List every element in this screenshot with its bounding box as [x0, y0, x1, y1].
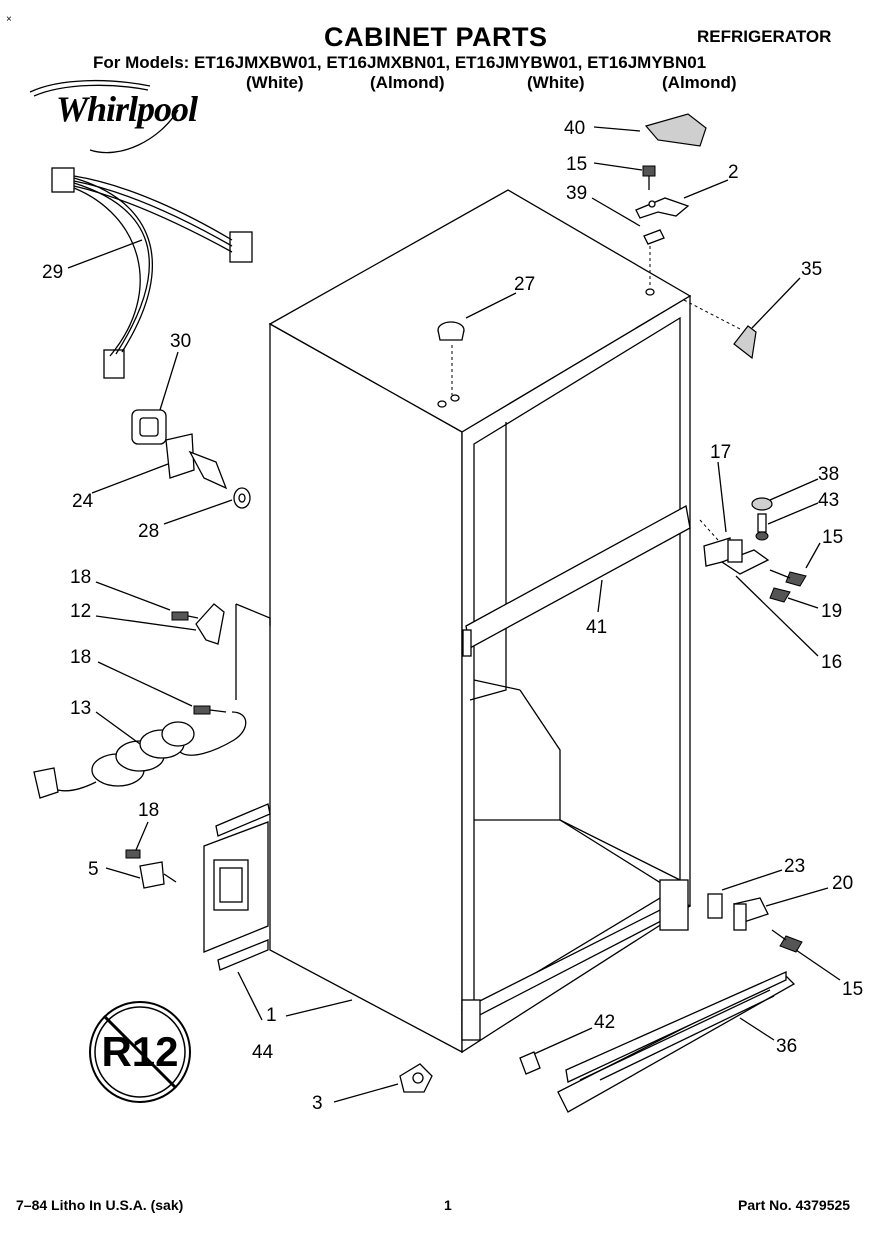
callout-number: 43	[818, 490, 839, 511]
callout-number: 17	[710, 442, 731, 463]
wiring-harness	[51, 167, 253, 379]
callout-number: 12	[70, 601, 91, 622]
callout-number: 41	[586, 617, 607, 638]
power-cord-assembly	[33, 603, 271, 799]
hinge-cover	[644, 113, 707, 147]
top-hardware	[437, 240, 743, 408]
callout-number: 15	[566, 154, 587, 175]
page-number: 1	[444, 1197, 452, 1213]
model-color-label: (Almond)	[662, 73, 737, 92]
callout-number: 5	[88, 859, 99, 880]
toe-grille	[557, 970, 796, 1113]
r12-badge: R12	[89, 1001, 191, 1103]
model-color-label: (White)	[527, 73, 585, 92]
callout-number: 18	[70, 567, 91, 588]
models-line: For Models: ET16JMXBW01, ET16JMXBN01, ET…	[93, 53, 707, 72]
callout-number: 16	[821, 652, 842, 673]
grille-clip	[519, 1051, 541, 1075]
callout-number: 15	[842, 979, 863, 1000]
appliance-category: REFRIGERATOR	[697, 27, 832, 46]
callout-number: 36	[776, 1036, 797, 1057]
callout-number: 35	[801, 259, 822, 280]
callout-number: 28	[138, 521, 159, 542]
bottom-hinge-assembly	[707, 893, 803, 953]
callout-number: 20	[832, 873, 853, 894]
divider-bar	[462, 504, 691, 657]
model-color-label: (White)	[246, 73, 304, 92]
callout-number: 15	[822, 527, 843, 548]
callout-number: 42	[594, 1012, 615, 1033]
callout-number: 19	[821, 601, 842, 622]
callout-number: 44	[252, 1042, 274, 1063]
callout-number: 38	[818, 464, 839, 485]
drain-parts	[131, 409, 251, 509]
callout-number: 2	[728, 162, 739, 183]
top-hinge-assembly	[635, 165, 690, 245]
cord-clamp	[125, 849, 177, 889]
corner-mark: ×	[6, 14, 12, 25]
callout-number: 23	[784, 856, 805, 877]
callout-number: 13	[70, 698, 91, 719]
leveling-leg	[399, 1063, 433, 1093]
plug-button	[437, 321, 465, 341]
callout-number: 18	[138, 800, 159, 821]
whirlpool-logo: Whirlpool	[56, 89, 198, 129]
trim-clip	[733, 325, 757, 360]
page-title: CABINET PARTS	[324, 22, 548, 52]
model-color-label: (Almond)	[370, 73, 445, 92]
callout-number: 24	[72, 491, 94, 512]
callout-number: 18	[70, 647, 91, 668]
part-number: Part No. 4379525	[738, 1197, 851, 1213]
callout-number: 29	[42, 262, 63, 283]
litho-note: 7–84 Litho In U.S.A. (sak)	[16, 1197, 184, 1213]
whirlpool-logo-swoosh	[29, 79, 179, 154]
leader-lines	[67, 126, 841, 1103]
callout-numbers: 40 15 2 39 35 29 27 30 24 28 17 38 43 15…	[42, 118, 863, 1114]
callout-number: 1	[266, 1005, 277, 1026]
center-hinge-assembly	[699, 497, 807, 603]
callout-number: 30	[170, 331, 191, 352]
rear-bracket	[203, 803, 271, 971]
callout-number: 3	[312, 1093, 323, 1114]
callout-number: 39	[566, 183, 587, 204]
callout-number: 27	[514, 274, 535, 295]
callout-number: 40	[564, 118, 585, 139]
